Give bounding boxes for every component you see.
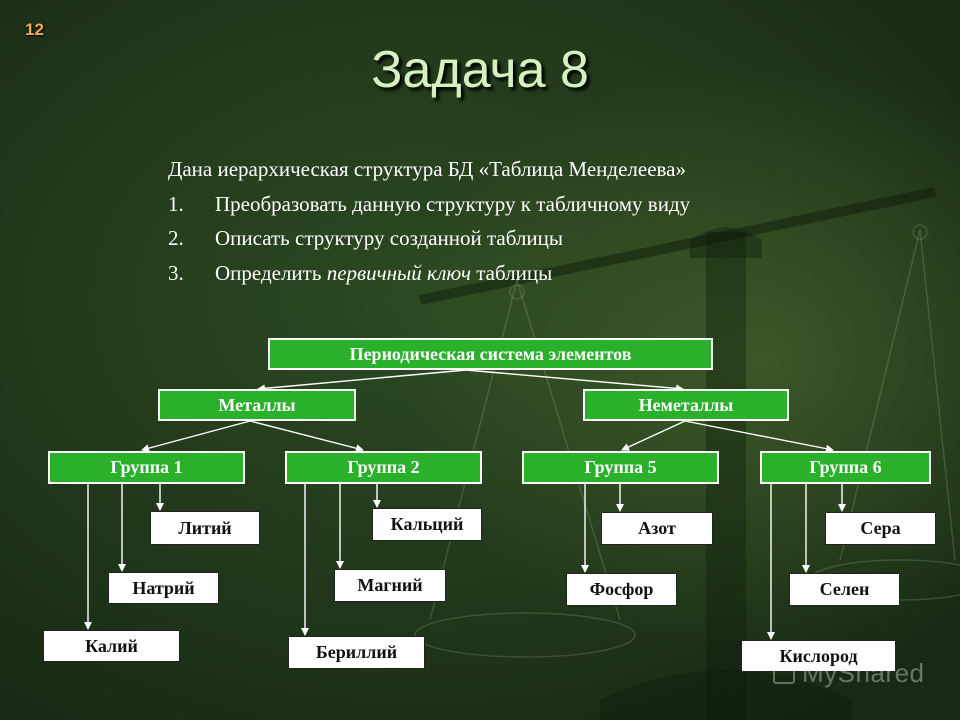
root-node: Периодическая система элементов bbox=[268, 338, 713, 370]
arrow-metals-to-group2 bbox=[249, 420, 364, 453]
watermark-text: MyShared bbox=[802, 658, 925, 688]
scale-left-link bbox=[509, 284, 525, 300]
arrow-nonmetals-to-group5 bbox=[621, 420, 686, 451]
task-intro: Дана иерархическая структура БД «Таблица… bbox=[168, 157, 686, 181]
group5-node: Группа 5 bbox=[522, 451, 719, 484]
task-item-text-before: Определить bbox=[215, 260, 327, 285]
task-item-text: Определить первичный ключ таблицы bbox=[215, 256, 552, 291]
element-potassium: Калий bbox=[43, 630, 180, 662]
group2-node: Группа 2 bbox=[285, 451, 482, 484]
arrow-nonmetals-to-group6 bbox=[684, 420, 834, 453]
task-item-text: Преобразовать данную структуру к табличн… bbox=[215, 191, 691, 216]
scale-right-chain-1 bbox=[839, 229, 921, 561]
scale-left-chain-2 bbox=[516, 279, 621, 621]
element-calcium: Кальций bbox=[372, 508, 482, 541]
scale-pole-cap bbox=[690, 227, 762, 258]
task-item-number: 1. bbox=[168, 191, 184, 216]
task-item-text-after: таблицы bbox=[470, 260, 553, 285]
primary-key-term: первичный ключ bbox=[326, 260, 471, 285]
scale-beam bbox=[418, 187, 937, 305]
task-item-2: 2. Описать структуру созданной таблицы bbox=[168, 221, 690, 256]
element-phosphorus: Фосфор bbox=[566, 573, 677, 606]
task-item-text: Описать структуру созданной таблицы bbox=[215, 226, 563, 250]
element-sodium: Натрий bbox=[108, 572, 219, 604]
element-lithium: Литий bbox=[150, 511, 260, 545]
slide-number: 12 bbox=[25, 20, 44, 39]
element-nitrogen: Азот bbox=[601, 512, 713, 545]
element-sulfur: Сера bbox=[825, 512, 936, 545]
element-beryllium: Бериллий bbox=[288, 636, 425, 669]
element-selenium: Селен bbox=[789, 573, 900, 606]
arrow-root-to-metals bbox=[257, 369, 467, 393]
task-item-number: 2. bbox=[168, 226, 184, 250]
group6-node: Группа 6 bbox=[760, 451, 931, 484]
element-oxygen: Кислород bbox=[741, 640, 896, 672]
scale-left-pan bbox=[414, 612, 636, 658]
metals-node: Металлы bbox=[158, 389, 356, 421]
task-item-number: 3. bbox=[168, 260, 184, 285]
scale-base bbox=[600, 670, 852, 720]
slide-title: Задача 8 bbox=[371, 41, 589, 99]
scale-right-link bbox=[912, 224, 928, 240]
scale-left-chain-1 bbox=[429, 279, 518, 621]
arrow-metals-to-group1 bbox=[141, 420, 251, 453]
watermark-logo-icon bbox=[773, 665, 795, 684]
arrow-root-to-nonmetals bbox=[465, 369, 684, 393]
task-item-1: 1. Преобразовать данную структуру к табл… bbox=[168, 187, 690, 222]
task-item-3: 3. Определить первичный ключ таблицы bbox=[168, 256, 690, 291]
group1-node: Группа 1 bbox=[48, 451, 245, 484]
nonmetals-node: Неметаллы bbox=[583, 389, 789, 421]
scale-right-chain-2 bbox=[919, 229, 956, 561]
task-text: Дана иерархическая структура БД «Таблица… bbox=[168, 152, 690, 290]
element-magnesium: Магний bbox=[334, 569, 446, 602]
